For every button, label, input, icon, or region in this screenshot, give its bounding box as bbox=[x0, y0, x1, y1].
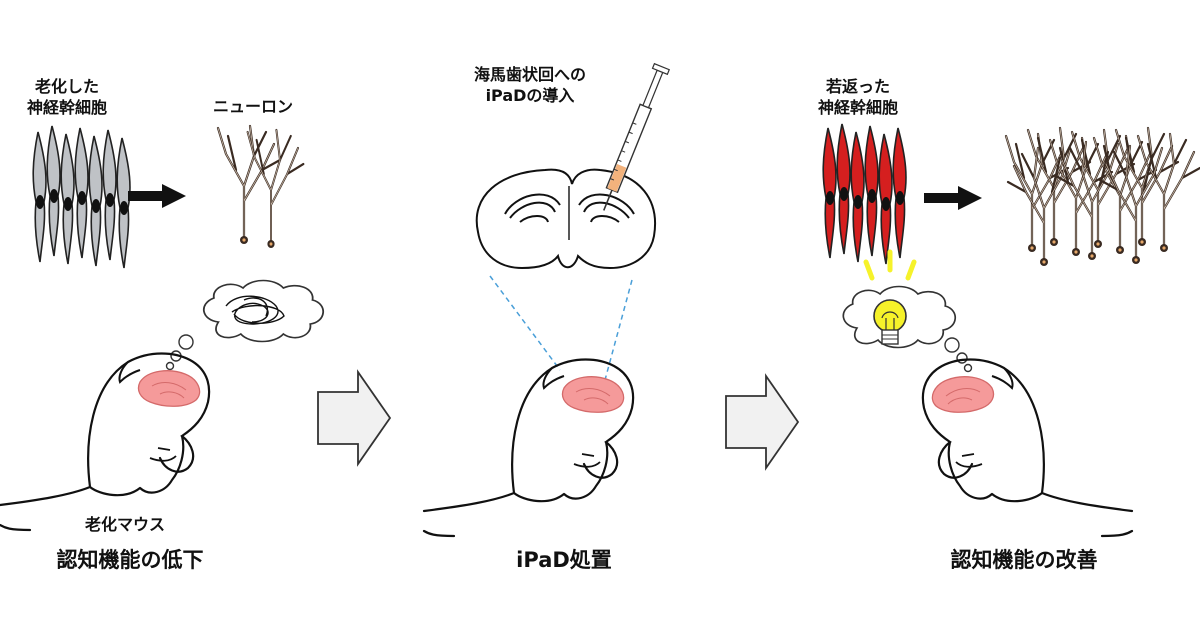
arrow-young-to-neurons bbox=[924, 186, 982, 210]
thought-cloud-tangled bbox=[202, 279, 325, 343]
process-arrow-1 bbox=[317, 371, 391, 465]
neuron-label: ニューロン bbox=[212, 97, 293, 116]
aged-mouse-label: 老化マウス bbox=[84, 515, 165, 534]
aged-mouse bbox=[0, 352, 211, 532]
lightbulb-icon bbox=[863, 249, 917, 345]
thought-bubbles-right bbox=[944, 337, 973, 373]
brain-coronal-section bbox=[475, 168, 656, 270]
young-stem-cells-label-line2: 神経幹細胞 bbox=[817, 98, 898, 117]
old-stem-cells-label-line2: 神経幹細胞 bbox=[26, 98, 107, 117]
injection-label-line2: iPaDの導入 bbox=[485, 86, 575, 105]
neuron-illustration bbox=[216, 124, 305, 250]
young-stem-cells-label: 若返った 神経幹細胞 bbox=[796, 76, 920, 118]
injection-label: 海馬歯状回への iPaDの導入 bbox=[450, 64, 610, 106]
rejuvenated-mouse bbox=[921, 358, 1134, 538]
young-stem-cells-label-line1: 若返った bbox=[825, 77, 890, 96]
thought-bubbles-left bbox=[165, 334, 194, 371]
arrow-old-to-neuron bbox=[128, 184, 186, 208]
old-stem-cells-label-line1: 老化した bbox=[34, 77, 99, 96]
process-arrow-2 bbox=[725, 375, 799, 469]
caption-ipad-treatment: iPaD処置 bbox=[516, 548, 612, 572]
old-stem-cells-label: 老化した 神経幹細胞 bbox=[8, 76, 126, 118]
dashed-guides bbox=[489, 275, 633, 381]
syringe-icon bbox=[603, 62, 671, 211]
dense-neuron-network bbox=[1004, 126, 1200, 268]
young-stem-cells bbox=[822, 123, 907, 265]
caption-cognitive-decline: 認知機能の低下 bbox=[56, 548, 204, 572]
old-stem-cells bbox=[32, 125, 131, 269]
caption-cognitive-improvement: 認知機能の改善 bbox=[950, 548, 1098, 572]
injection-label-line1: 海馬歯状回への bbox=[473, 65, 586, 84]
treated-mouse bbox=[422, 358, 635, 538]
